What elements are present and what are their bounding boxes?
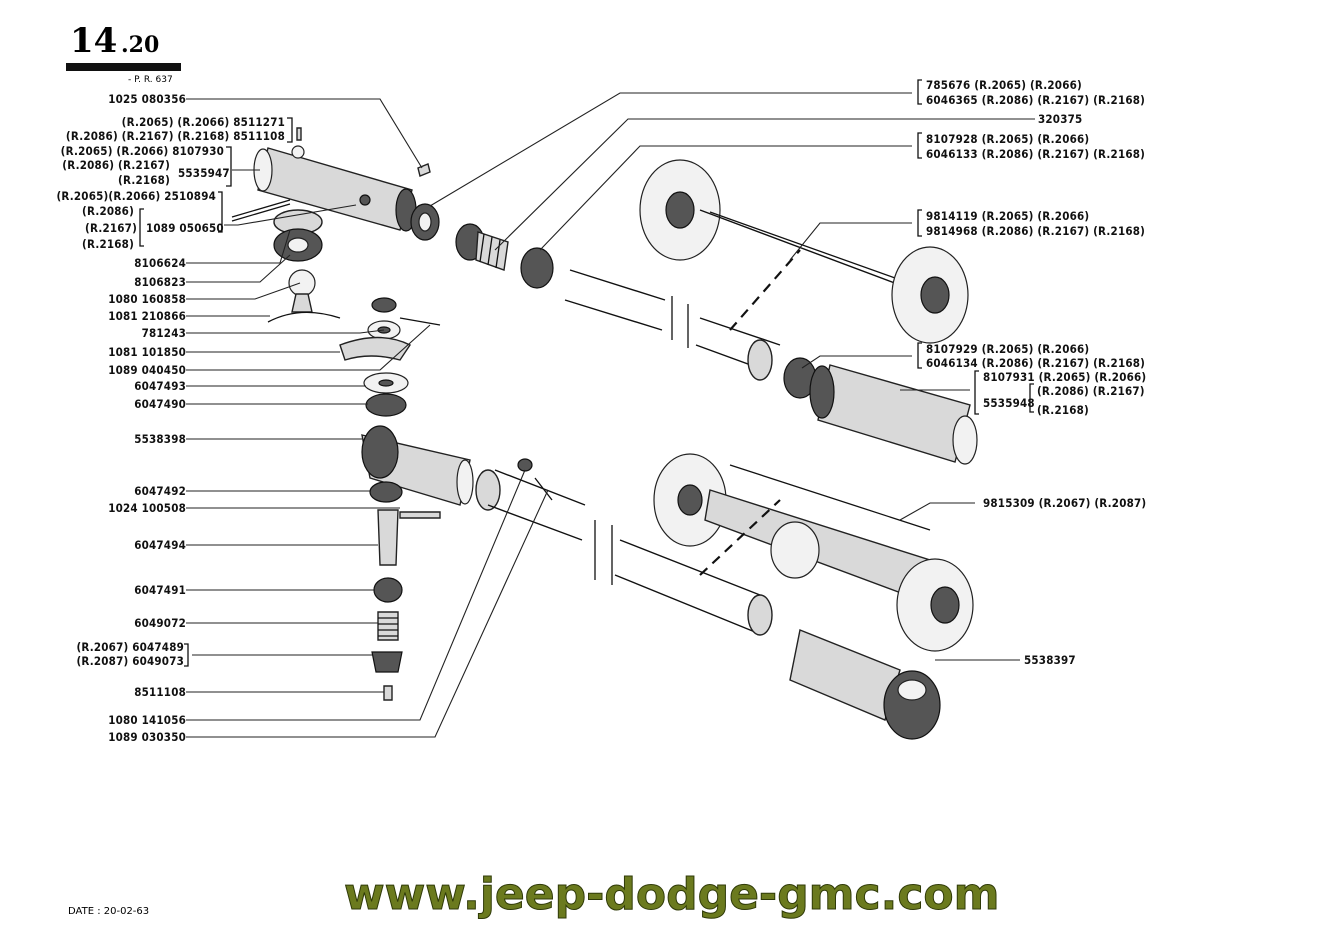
label-6047489: (R.2067) 6047489 (76, 640, 184, 654)
page-number-sub: .20 (121, 32, 159, 58)
castle-nut-part (371, 297, 397, 313)
arm-part (339, 336, 412, 361)
label-r2086-r2167: (R.2086) (R.2167) (62, 158, 170, 172)
label-6046133: 6046133 (R.2086) (R.2167) (R.2168) (926, 147, 1145, 161)
label-r2168-a: (R.2168) (118, 173, 170, 187)
right-labels: 785676 (R.2065) (R.2066) 6046365 (R.2086… (926, 78, 1146, 667)
leader-lines (186, 92, 1035, 738)
pivot-6047494-part (377, 509, 399, 566)
label-8106624: 8106624 (134, 256, 186, 270)
label-8107930: (R.2065) (R.2066) 8107930 (61, 144, 224, 158)
label-6046365: 6046365 (R.2086) (R.2167) (R.2168) (926, 93, 1145, 107)
pin-part (399, 317, 441, 326)
label-5535948: 5535948 (983, 396, 1035, 410)
label-1080-141056: 1080 141056 (108, 713, 186, 727)
label-9815309: 9815309 (R.2067) (R.2087) (983, 496, 1146, 510)
relay-rod-end-5538397-part (789, 629, 941, 740)
label-r2167-b: (R.2167) (85, 221, 137, 235)
label-6049073: (R.2087) 6049073 (76, 654, 184, 668)
label-9814119: 9814119 (R.2065) (R.2066) (926, 209, 1089, 223)
footer-watermark: www.jeep-dodge-gmc.com (344, 869, 1000, 920)
label-8511271: (R.2065) (R.2066) 8511271 (122, 115, 285, 129)
label-r2168-right: (R.2168) (1037, 403, 1089, 417)
label-r2168-b: (R.2168) (82, 237, 134, 251)
grease-fitting-part (296, 127, 302, 141)
label-6047492: 6047492 (134, 484, 186, 498)
nut-1080-141056-part (517, 458, 533, 472)
label-r2086-r2167-right: (R.2086) (R.2167) (1037, 384, 1145, 398)
label-1080-160858: 1080 160858 (108, 292, 186, 306)
upper-tube-part (564, 269, 781, 381)
label-6047491: 6047491 (134, 583, 186, 597)
relay-housing-5538398-part (361, 425, 474, 506)
label-6047494: 6047494 (134, 538, 186, 552)
label-1025-080356: 1025 080356 (108, 92, 186, 106)
footer-date: DATE : 20-02-63 (68, 906, 149, 917)
bearing-6047490-part (365, 393, 407, 417)
label-5538398: 5538398 (134, 432, 186, 446)
label-1081-101850: 1081 101850 (108, 345, 186, 359)
label-brackets (139, 79, 1034, 667)
center-parts (410, 203, 978, 740)
tie-rod-tube-5535948-part (809, 364, 978, 465)
label-1089-030350: 1089 030350 (108, 730, 186, 744)
lower-tube-part (475, 469, 773, 636)
label-5538397: 5538397 (1024, 653, 1076, 667)
label-5535947: 5535947 (178, 166, 230, 180)
ball-stud-part (267, 269, 341, 323)
label-8106823: 8106823 (134, 275, 186, 289)
label-8107929: 8107929 (R.2065) (R.2066) (926, 342, 1089, 356)
plug-part (371, 651, 403, 673)
label-6047493: 6047493 (134, 379, 186, 393)
label-6046134: 6046134 (R.2086) (R.2167) (R.2168) (926, 356, 1145, 370)
label-8511108-bottom: 8511108 (134, 685, 186, 699)
label-6049072: 6049072 (134, 616, 186, 630)
spring-6049072-part (377, 611, 399, 641)
label-320375: 320375 (1038, 112, 1082, 126)
seat-8107928-part (520, 247, 554, 289)
label-2510894: (R.2065)(R.2066) 2510894 (56, 189, 216, 203)
label-1081-210866: 1081 210866 (108, 309, 186, 323)
header-bar (66, 63, 181, 71)
label-8511108-top: (R.2086) (R.2167) (R.2168) 8511108 (66, 129, 285, 143)
seat-6047491-part (373, 577, 403, 603)
label-1089-040450: 1089 040450 (108, 363, 186, 377)
left-parts (231, 127, 553, 701)
bolt-1024-part (399, 511, 441, 519)
left-labels: 1025 080356 (R.2065) (R.2066) 8511271 (R… (56, 92, 285, 744)
label-6047490: 6047490 (134, 397, 186, 411)
label-785676: 785676 (R.2065) (R.2066) (926, 78, 1082, 92)
label-9814968: 9814968 (R.2086) (R.2167) (R.2168) (926, 224, 1145, 238)
fitting-8511108-part (383, 685, 393, 701)
front-axle-illustration (639, 159, 969, 344)
nut-6047492-part (369, 481, 403, 503)
rear-axle-illustration (653, 453, 974, 652)
tie-rod-sleeve-part (253, 145, 417, 232)
cotter-pin-part (231, 199, 291, 222)
plate-ref: - P. R. 637 (128, 75, 173, 85)
page-number-main: 14 (70, 21, 117, 61)
label-r2086-b: (R.2086) (82, 204, 134, 218)
label-1024-100508: 1024 100508 (108, 501, 186, 515)
label-1089-050650: 1089 050650 (146, 221, 224, 235)
label-781243: 781243 (142, 326, 186, 340)
label-8107931: 8107931 (R.2065) (R.2066) (983, 370, 1146, 384)
bolt-part (417, 163, 431, 177)
label-8107928: 8107928 (R.2065) (R.2066) (926, 132, 1089, 146)
